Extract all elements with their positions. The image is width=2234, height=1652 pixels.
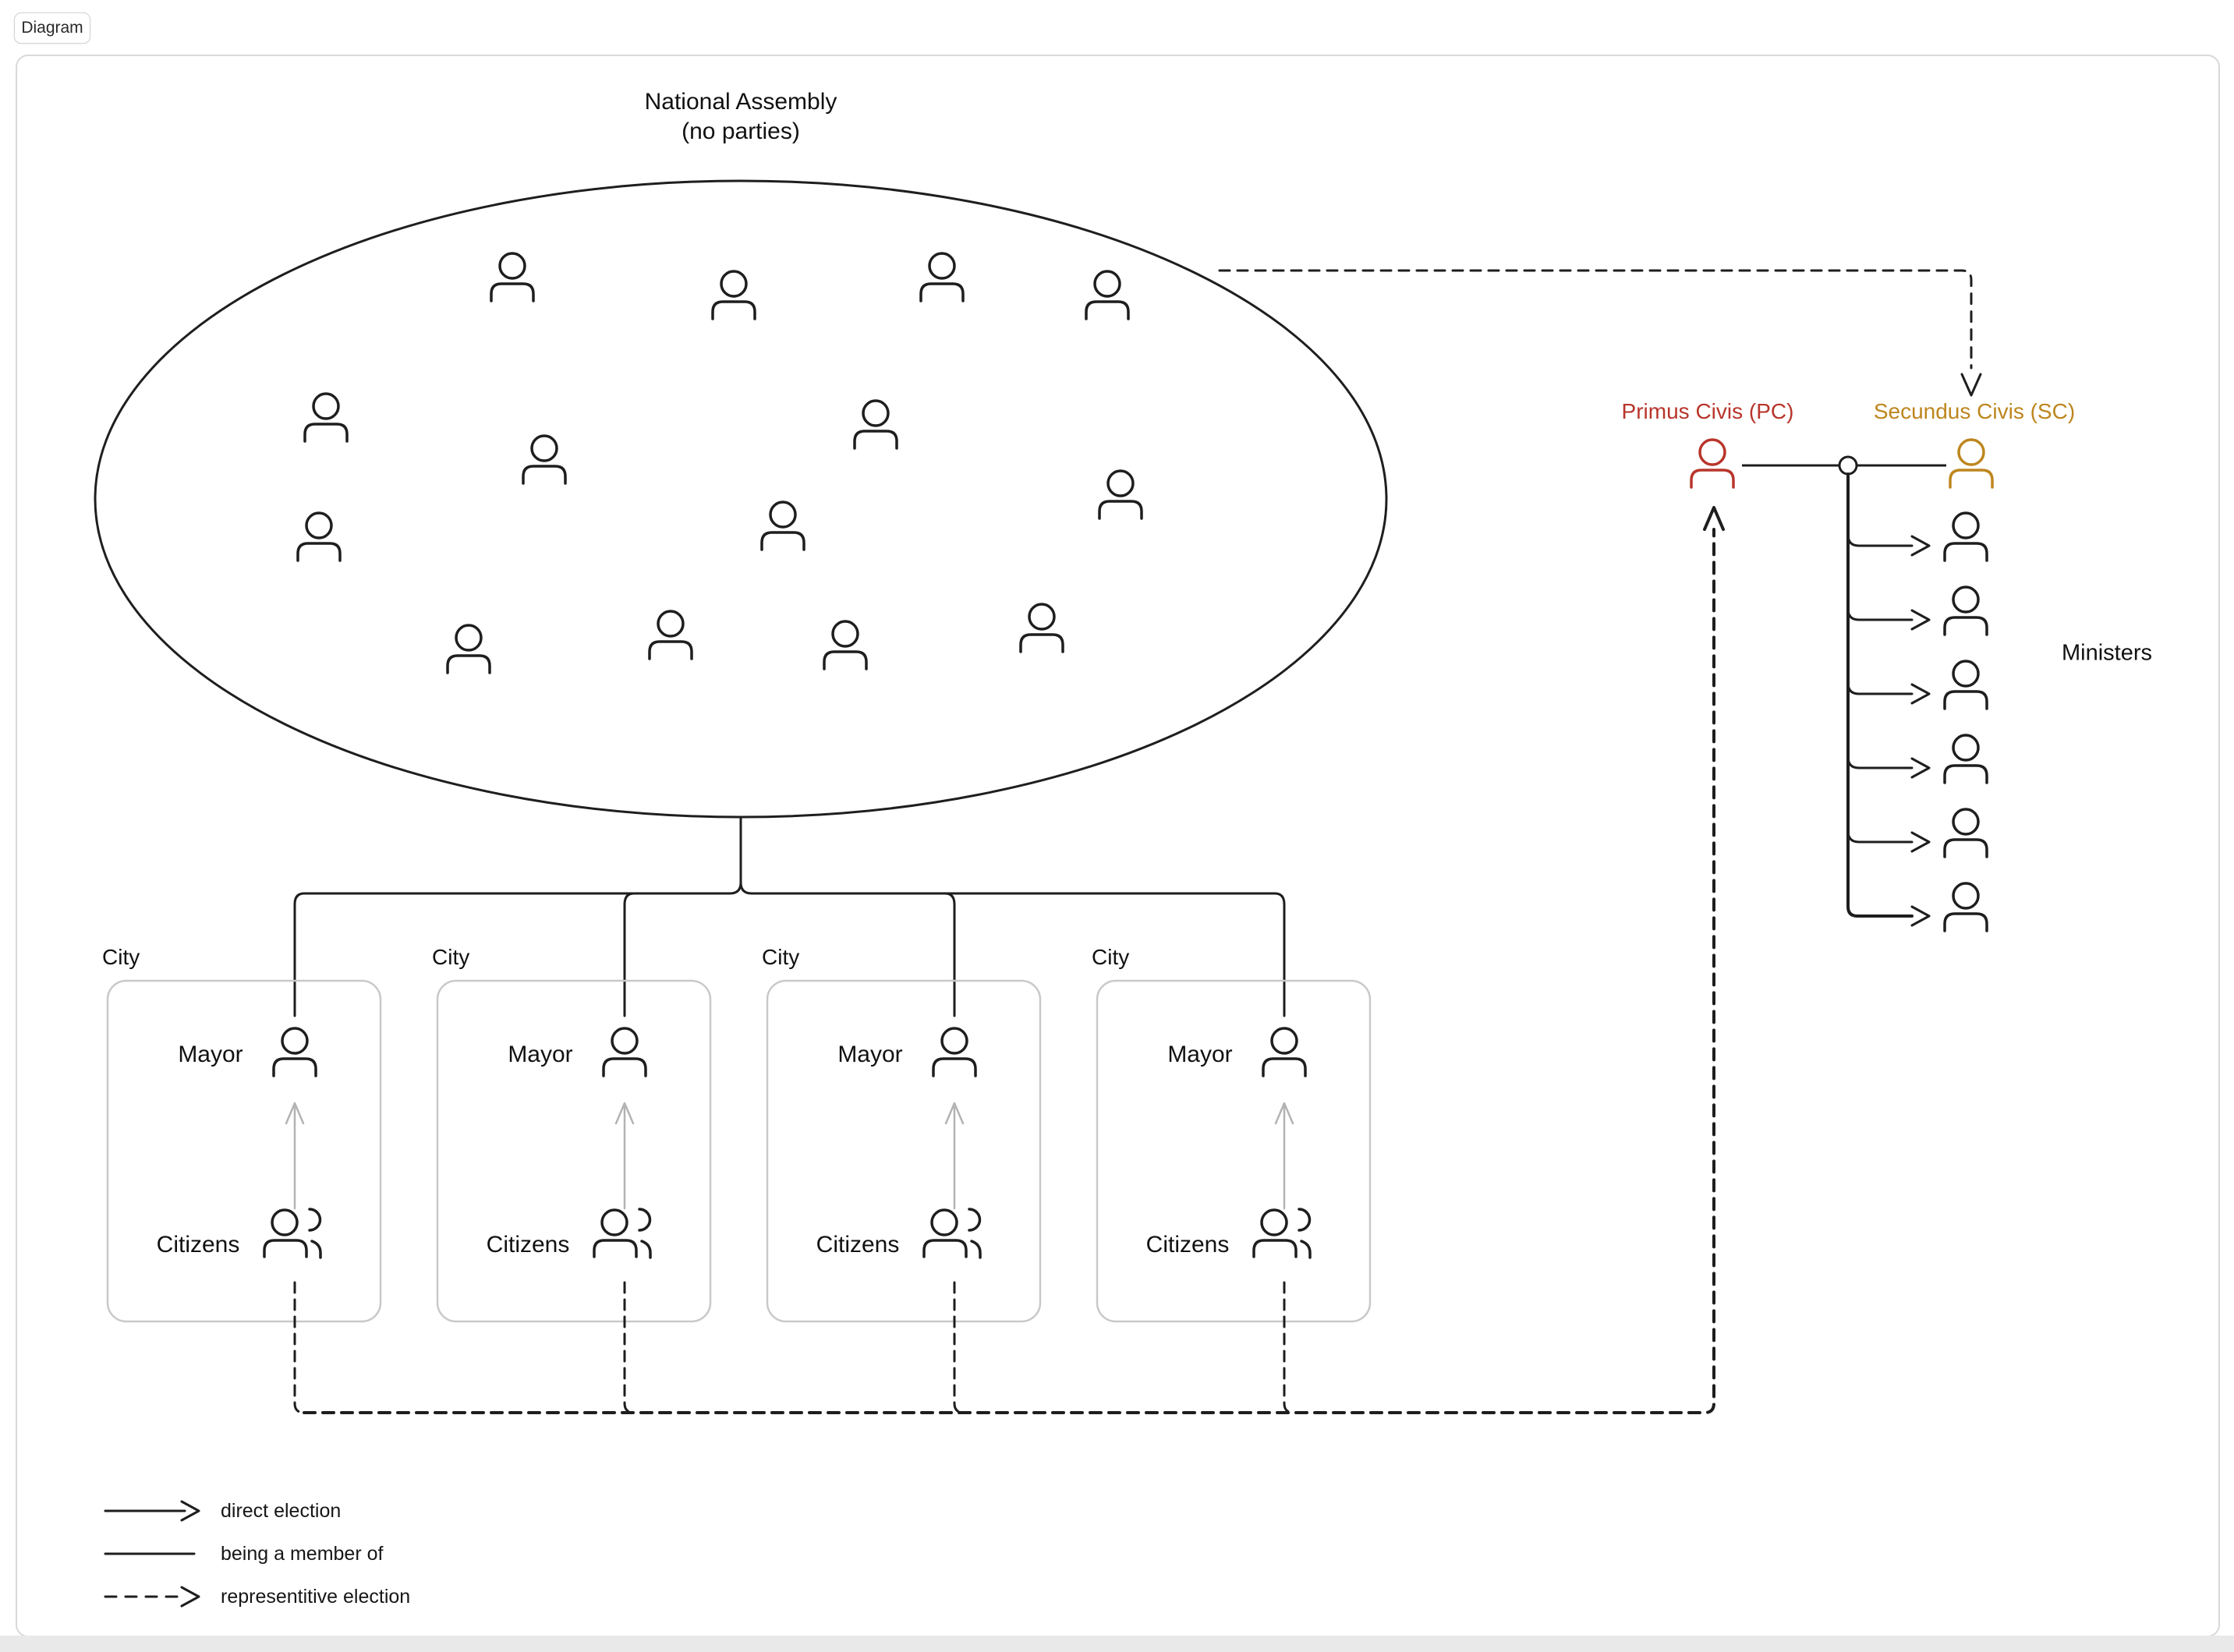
diagram-tab[interactable]: Diagram [14,12,90,44]
pc-label: Primus Civis (PC) [1621,399,1794,423]
diagram-canvas [16,55,2220,1637]
assembly-title-line1: National Assembly [644,89,837,115]
solid-line-icon [104,1552,196,1555]
ministers-label: Ministers [2061,640,2153,666]
citizens-label: Citizens [1145,1232,1230,1258]
city-label: City [432,945,470,969]
legend-item: representitive election [104,1583,410,1610]
legend-label: direct election [221,1499,342,1522]
sc-label: Secundus Civis (SC) [1873,399,2076,423]
citizens-label: Citizens [486,1232,570,1258]
mayor-label: Mayor [178,1042,243,1067]
citizens-label: Citizens [816,1232,900,1258]
mayor-label: Mayor [508,1042,573,1067]
solid-arrow-icon [104,1500,200,1522]
mayor-label: Mayor [1167,1042,1233,1067]
mayor-label: Mayor [837,1042,903,1067]
citizens-label: Citizens [156,1232,240,1258]
city-label: City [762,945,800,969]
city-label: City [1092,945,1130,969]
legend-item: direct election [104,1498,341,1524]
dashed-arrow-icon [104,1586,200,1608]
legend-label: representitive election [221,1585,411,1608]
city-label: City [102,945,140,969]
assembly-title-line2: (no parties) [682,119,800,144]
legend-label: being a member of [221,1542,384,1565]
legend-item: being a member of [104,1541,383,1567]
bottom-strip [0,1636,2234,1652]
